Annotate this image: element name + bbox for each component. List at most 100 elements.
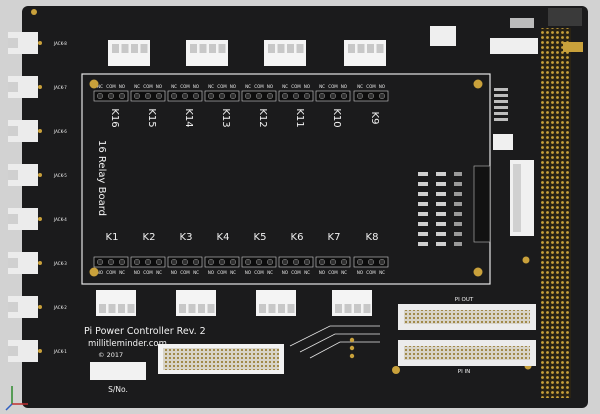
relay-label-bottom: K5 bbox=[254, 232, 267, 243]
relay-label-bottom: K7 bbox=[328, 232, 341, 243]
terminal-pin-label: NC bbox=[267, 270, 273, 275]
terminal-pin-label: COM bbox=[291, 84, 301, 89]
mounting-hole bbox=[89, 267, 99, 277]
terminal-pin-label: NC bbox=[193, 270, 199, 275]
relay-label-top: K11 bbox=[294, 108, 305, 127]
terminal-pin-label: NC bbox=[156, 270, 162, 275]
transistor bbox=[454, 212, 462, 216]
relay-label-top: K10 bbox=[331, 108, 342, 127]
smd-component bbox=[494, 100, 508, 103]
resistor bbox=[418, 202, 428, 206]
terminal-pin-label: COM bbox=[328, 270, 338, 275]
relay-label-top: K14 bbox=[183, 108, 194, 127]
smd-component bbox=[494, 106, 508, 109]
jack-label: JACK-6 bbox=[53, 129, 67, 134]
resistor bbox=[418, 182, 428, 186]
relay-label-top: K13 bbox=[220, 108, 231, 127]
transistor bbox=[454, 182, 462, 186]
jack-label: JACK-1 bbox=[53, 349, 67, 354]
pi-in-label: PI IN bbox=[458, 369, 470, 375]
bottom-terminal-connectors bbox=[96, 290, 372, 316]
terminal-pin-label: COM bbox=[180, 84, 190, 89]
board-website: millitleminder.com bbox=[88, 339, 167, 349]
terminal-pin-label: NO bbox=[97, 270, 103, 275]
terminal-connector bbox=[108, 40, 150, 66]
resistor bbox=[418, 172, 428, 176]
transistor bbox=[454, 222, 462, 226]
terminal-pin-label: NO bbox=[208, 270, 214, 275]
audio-jack: JACK-8 bbox=[8, 32, 67, 54]
terminal-pin-label: NC bbox=[208, 84, 214, 89]
terminal-pin-label: COM bbox=[143, 270, 153, 275]
resistor bbox=[436, 192, 446, 196]
audio-jack: JACK-7 bbox=[8, 76, 67, 98]
terminal-pin-label: NO bbox=[119, 84, 125, 89]
atx-power-connector bbox=[158, 344, 284, 374]
relay-board-label-group: 16 Relay Board bbox=[96, 140, 107, 216]
terminal-pin-label: NC bbox=[379, 270, 385, 275]
smd-component bbox=[494, 112, 508, 115]
resistor bbox=[436, 172, 446, 176]
transistor bbox=[454, 172, 462, 176]
terminal-pin-label: COM bbox=[254, 84, 264, 89]
resistor bbox=[436, 242, 446, 246]
smd-component bbox=[494, 88, 508, 91]
terminal-pin-label: COM bbox=[217, 270, 227, 275]
terminal-pin-label: NO bbox=[156, 84, 162, 89]
jack-label: JACK-8 bbox=[53, 41, 67, 46]
terminal-connector bbox=[176, 290, 216, 316]
terminal-pin-label: COM bbox=[254, 270, 264, 275]
side-connector-j3 bbox=[493, 134, 534, 236]
resistor bbox=[436, 222, 446, 226]
terminal-connector bbox=[344, 40, 386, 66]
terminal-pin-label: NO bbox=[282, 270, 288, 275]
terminal-pin-label: NC bbox=[230, 270, 236, 275]
pi-out-ribbon-header bbox=[398, 304, 536, 330]
terminal-pin-label: NC bbox=[97, 84, 103, 89]
terminal-pin-label: COM bbox=[366, 84, 376, 89]
gpio-header-strip bbox=[541, 28, 571, 398]
top-right-headers bbox=[430, 8, 583, 54]
relay-label-bottom: K2 bbox=[143, 232, 156, 243]
board-copyright: © 2017 bbox=[98, 351, 123, 359]
transistor bbox=[454, 192, 462, 196]
audio-jack: JACK-2 bbox=[8, 296, 67, 318]
axis-gizmo bbox=[5, 386, 28, 411]
jack-label: JACK-4 bbox=[53, 217, 67, 222]
relay-label-bottom: K8 bbox=[366, 232, 379, 243]
jack-label: JACK-5 bbox=[53, 173, 67, 178]
terminal-pin-label: COM bbox=[143, 84, 153, 89]
terminal-pin-label: NC bbox=[319, 84, 325, 89]
resistor-array bbox=[418, 88, 508, 246]
audio-jack: JACK-6 bbox=[8, 120, 67, 142]
terminal-pin-label: NC bbox=[357, 84, 363, 89]
terminal-pin-label: NC bbox=[119, 270, 125, 275]
mounting-hole bbox=[392, 366, 400, 374]
terminal-connector bbox=[256, 290, 296, 316]
relay-label-top: K12 bbox=[257, 108, 268, 127]
jack-column: JACK-8JACK-7JACK-6JACK-5JACK-4JACK-3JACK… bbox=[8, 32, 67, 362]
transistor bbox=[454, 202, 462, 206]
relay-board-label: 16 Relay Board bbox=[96, 140, 107, 216]
terminal-pin-label: NO bbox=[245, 270, 251, 275]
terminal-pin-label: NC bbox=[171, 84, 177, 89]
terminal-pin-label: NO bbox=[341, 84, 347, 89]
relay-label-bottom: K6 bbox=[291, 232, 304, 243]
resistor bbox=[436, 202, 446, 206]
relay-label-bottom: K3 bbox=[180, 232, 193, 243]
pi-in-ribbon-header bbox=[398, 340, 536, 366]
terminal-pin-label: COM bbox=[106, 270, 116, 275]
power-header-j9 bbox=[490, 38, 538, 54]
